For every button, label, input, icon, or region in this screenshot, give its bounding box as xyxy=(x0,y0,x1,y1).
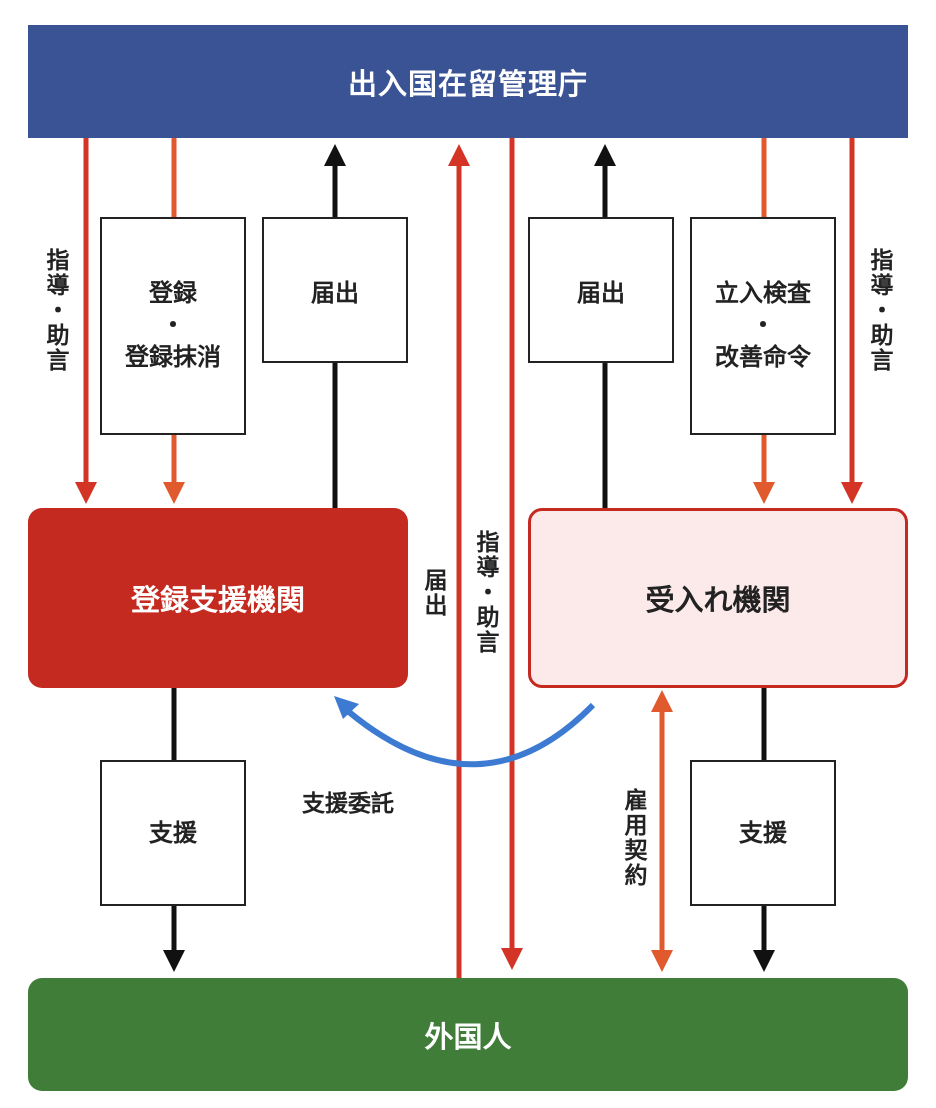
support-left-label: 支援 xyxy=(149,819,197,847)
host-org-node: 受入れ機関 xyxy=(528,508,908,688)
guidance-center-arrowhead xyxy=(501,948,523,970)
registered-support-org-label: 登録支援機関 xyxy=(130,583,305,617)
notify-left-box: 届出 xyxy=(262,217,408,363)
employment-contract-top-arrowhead xyxy=(651,690,673,712)
employment-contract-label: 雇用契約 xyxy=(619,788,647,888)
guidance-right-label: 指導・助言 xyxy=(865,248,893,373)
register-line-1: 登録 xyxy=(149,279,197,307)
host-org-label: 受入れ機関 xyxy=(645,583,791,617)
guidance-left-label: 指導・助言 xyxy=(41,248,69,373)
registered-support-org-node: 登録支援機関 xyxy=(28,508,408,688)
guidance-center-label: 指導・助言 xyxy=(471,530,499,655)
notify-center-label: 届出 xyxy=(419,568,447,618)
immigration-agency-label: 出入国在留管理庁 xyxy=(347,66,588,101)
notify-right-arrowhead xyxy=(594,144,616,166)
foreigner-label: 外国人 xyxy=(424,1019,512,1054)
guidance-left-arrowhead xyxy=(75,482,97,504)
support-outsourcing-arrowhead xyxy=(334,696,359,719)
register-line-2: ・ xyxy=(161,311,185,339)
support-left-arrowhead xyxy=(163,950,185,972)
support-outsourcing-arrow xyxy=(347,702,596,768)
inspection-line-1: 立入検査 xyxy=(715,279,811,307)
notify-left-label: 届出 xyxy=(311,279,359,307)
register-arrowhead xyxy=(163,482,185,504)
notify-right-label: 届出 xyxy=(577,279,625,307)
register-box: 登録 ・ 登録抹消 xyxy=(100,217,246,435)
support-left-box: 支援 xyxy=(100,760,246,906)
support-outsourcing-label: 支援委託 xyxy=(302,791,394,817)
notify-left-arrowhead xyxy=(324,144,346,166)
foreigner-bar: 外国人 xyxy=(28,978,908,1091)
inspection-box: 立入検査 ・ 改善命令 xyxy=(690,217,836,435)
support-right-arrowhead xyxy=(753,950,775,972)
notify-right-box: 届出 xyxy=(528,217,674,363)
notify-center-arrowhead xyxy=(448,144,470,166)
guidance-right-arrowhead xyxy=(841,482,863,504)
employment-contract-bottom-arrowhead xyxy=(651,950,673,972)
inspection-arrowhead xyxy=(753,482,775,504)
inspection-line-2: ・ xyxy=(751,311,775,339)
inspection-line-3: 改善命令 xyxy=(715,343,811,371)
immigration-agency-bar: 出入国在留管理庁 xyxy=(28,25,908,138)
support-right-box: 支援 xyxy=(690,760,836,906)
support-right-label: 支援 xyxy=(739,819,787,847)
register-line-3: 登録抹消 xyxy=(125,343,221,371)
